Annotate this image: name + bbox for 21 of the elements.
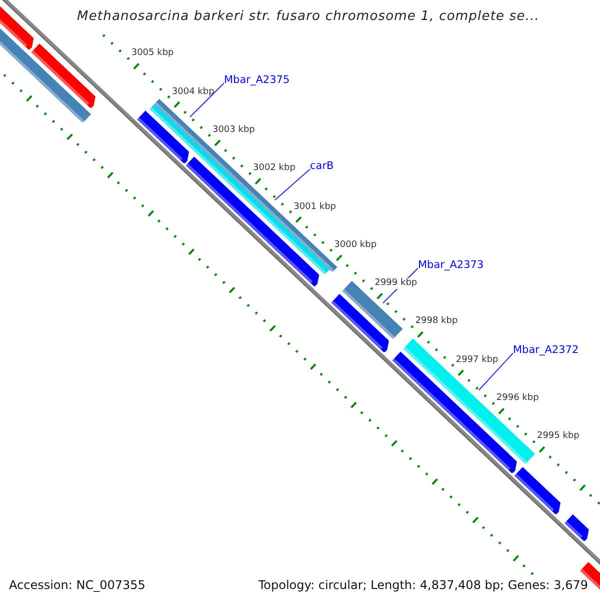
tick-label: 3001 kbp xyxy=(294,202,336,212)
footer-text: Accession: NC_007355 xyxy=(9,578,146,592)
tick-label: 3000 kbp xyxy=(334,240,377,251)
leader-line xyxy=(274,168,310,200)
tick-label: 2995 kbp xyxy=(536,431,580,442)
tick-label: 3004 kbp xyxy=(172,86,214,98)
tick-label: 3003 kbp xyxy=(212,124,255,136)
gene-label: Mbar_A2375 xyxy=(224,74,290,87)
tick-label: 2998 kbp xyxy=(415,316,458,328)
tick-label: 3002 kbp xyxy=(253,163,296,174)
tick-label: 2997 kbp xyxy=(456,354,498,366)
tick-label: 3005 kbp xyxy=(131,48,174,60)
tick-label: 2996 kbp xyxy=(496,393,539,404)
leader-line xyxy=(478,352,514,390)
leader-line xyxy=(190,82,224,118)
tick-label: 2999 kbp xyxy=(374,278,418,289)
gene-label: Mbar_A2372 xyxy=(513,344,579,357)
gene-label: Mbar_A2373 xyxy=(418,259,484,272)
title: Methanosarcina barkeri str. fusaro chromosome 1, complete se... xyxy=(77,9,540,25)
footer-text: Topology: circular; Length: 4,837,408 bp; Genes: 3,679 xyxy=(258,578,588,592)
gene-label: carB xyxy=(310,160,334,173)
